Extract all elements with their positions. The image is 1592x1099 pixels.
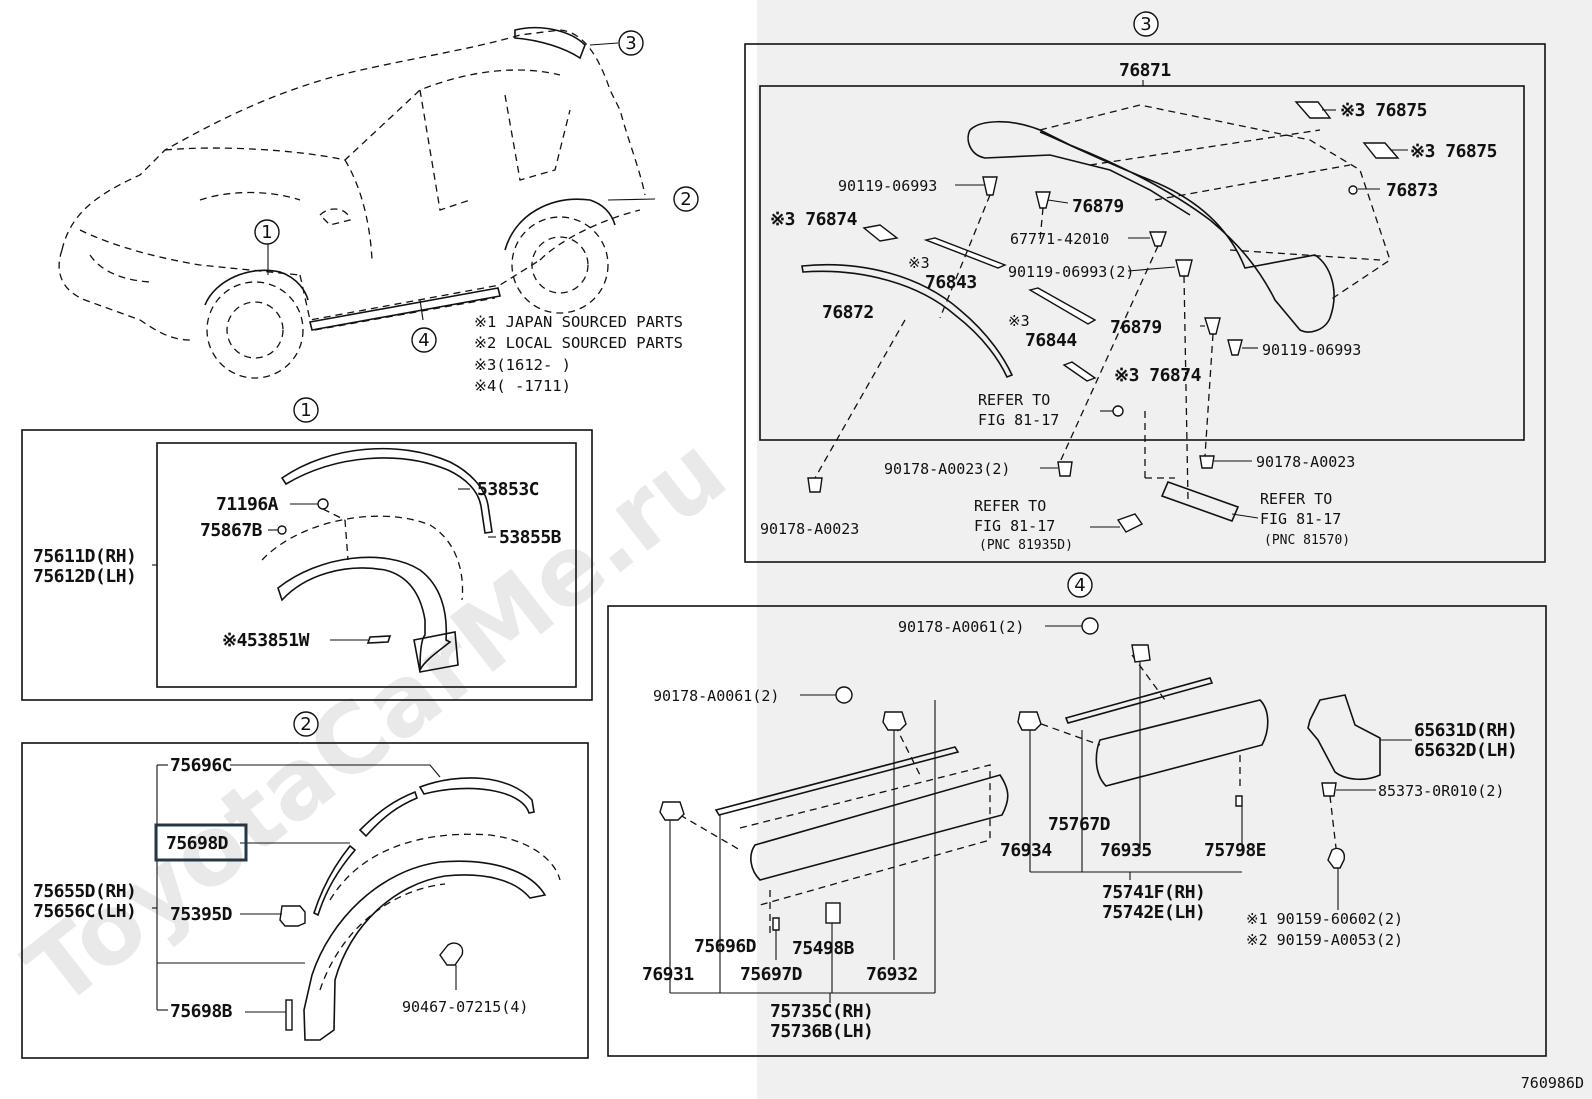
part-75867B: 75867B: [200, 520, 263, 541]
part-75655D-rh: 75655D(RH): [33, 881, 136, 902]
svg-text:3: 3: [1140, 14, 1151, 35]
svg-text:2: 2: [300, 714, 311, 735]
part-75735C-rh: 75735C(RH): [770, 1001, 873, 1022]
callout-leaders: [267, 42, 656, 321]
part-76875-lower: ※3 76875: [1410, 141, 1497, 162]
refer-pnc-81935D: (PNC 81935D): [979, 538, 1073, 553]
part-76843-mark: ※3: [908, 254, 930, 272]
part-75697D: 75697D: [740, 964, 803, 985]
part-75698B: 75698B: [170, 1001, 233, 1022]
part-76874-lower: ※3 76874: [1114, 365, 1202, 386]
part-65631D-rh: 65631D(RH): [1414, 720, 1517, 741]
part-75656C-lh: 75656C(LH): [33, 901, 136, 922]
part-90178-A0061-lower: 90178-A0061(2): [653, 687, 779, 705]
part-90119-06993-a: 90119-06993: [838, 177, 937, 195]
svg-text:1: 1: [300, 400, 311, 421]
part-76879-upper: 76879: [1072, 196, 1124, 217]
note-japan-sourced: ※1 JAPAN SOURCED PARTS: [474, 313, 683, 331]
section-2-rear-arch: 2: [21, 711, 589, 1059]
vehicle-overview: [58, 26, 646, 379]
callout-3-top: 3: [618, 30, 644, 56]
part-75741F-rh: 75741F(RH): [1102, 882, 1205, 903]
part-53855B: 53855B: [499, 527, 562, 548]
part-76844-mark: ※3: [1008, 312, 1030, 330]
part-90178-A0023-2: 90178-A0023(2): [884, 460, 1010, 478]
part-76843: 76843: [925, 272, 977, 293]
note-to-1711: ※4( -1711): [474, 377, 571, 395]
part-76874-upper: ※3 76874: [770, 209, 858, 230]
part-75696C: 75696C: [170, 755, 232, 776]
refer-to-label-3: REFER TO: [1260, 490, 1332, 508]
part-75767D: 75767D: [1048, 814, 1111, 835]
refer-fig-label-3: FIG 81-17: [1260, 510, 1341, 528]
part-53853C: 53853C: [477, 479, 539, 500]
refer-fig-label-1: FIG 81-17: [978, 411, 1059, 429]
part-85373-0R010: 85373-0R010(2): [1378, 782, 1504, 800]
part-76872: 76872: [822, 302, 874, 323]
part-90119-06993-b: 90119-06993(2): [1008, 263, 1134, 281]
part-75798E: 75798E: [1204, 840, 1266, 861]
part-76934: 76934: [1000, 840, 1052, 861]
callout-4-top: 4: [411, 327, 437, 353]
highlighted-part-box: [154, 823, 248, 862]
section-4-rocker-molding: 4: [607, 572, 1547, 1057]
refer-pnc-81570: (PNC 81570): [1264, 533, 1350, 548]
part-76871: 76871: [1119, 60, 1171, 81]
part-75395D: 75395D: [170, 904, 233, 925]
part-53851W: ※453851W: [222, 630, 310, 651]
part-90119-06993-c: 90119-06993: [1262, 341, 1361, 359]
part-75612D-lh: 75612D(LH): [33, 566, 136, 587]
note-local-sourced: ※2 LOCAL SOURCED PARTS: [474, 334, 683, 352]
watermark: ToyotaCarMe.ru: [5, 415, 746, 1029]
part-75498B: 75498B: [792, 938, 855, 959]
illustration-code: 760986D: [1521, 1074, 1584, 1092]
part-75698D: 75698D: [166, 833, 229, 854]
callout-2-top: 2: [673, 186, 699, 212]
svg-text:3: 3: [625, 33, 636, 54]
shaded-right-panel: [757, 0, 1592, 1099]
svg-text:4: 4: [418, 330, 429, 351]
refer-to-label-2: REFER TO: [974, 497, 1046, 515]
svg-text:2: 2: [680, 189, 691, 210]
part-71196A: 71196A: [216, 494, 279, 515]
part-75611D-rh: 75611D(RH): [33, 546, 136, 567]
part-90467-07215: 90467-07215(4): [402, 998, 528, 1016]
callout-1-top: 1: [254, 219, 280, 245]
part-76873: 76873: [1386, 180, 1438, 201]
refer-to-label-1: REFER TO: [978, 391, 1050, 409]
part-76879-lower: 76879: [1110, 317, 1162, 338]
part-76844: 76844: [1025, 330, 1077, 351]
part-76931: 76931: [642, 964, 694, 985]
part-90178-A0061-upper: 90178-A0061(2): [898, 618, 1024, 636]
note-from-1612: ※3(1612- ): [474, 356, 571, 374]
part-90178-A0023-right: 90178-A0023: [1256, 453, 1355, 471]
part-75696D: 75696D: [694, 936, 757, 957]
section-1-front-arch: 1: [21, 397, 593, 701]
part-75742E-lh: 75742E(LH): [1102, 902, 1205, 923]
part-76935: 76935: [1100, 840, 1152, 861]
part-90159-60602: ※1 90159-60602(2): [1246, 910, 1403, 928]
part-67771-42010: 67771-42010: [1010, 230, 1109, 248]
refer-fig-label-2: FIG 81-17: [974, 517, 1055, 535]
part-65632D-lh: 65632D(LH): [1414, 740, 1517, 761]
section-3-spoiler: 3: [744, 11, 1546, 563]
part-76875-upper: ※3 76875: [1340, 100, 1427, 121]
part-90159-A0053: ※2 90159-A0053(2): [1246, 931, 1403, 949]
svg-text:4: 4: [1074, 575, 1085, 596]
part-90178-A0023-left: 90178-A0023: [760, 520, 859, 538]
part-76932: 76932: [866, 964, 918, 985]
part-75736B-lh: 75736B(LH): [770, 1021, 873, 1042]
svg-text:1: 1: [261, 222, 272, 243]
